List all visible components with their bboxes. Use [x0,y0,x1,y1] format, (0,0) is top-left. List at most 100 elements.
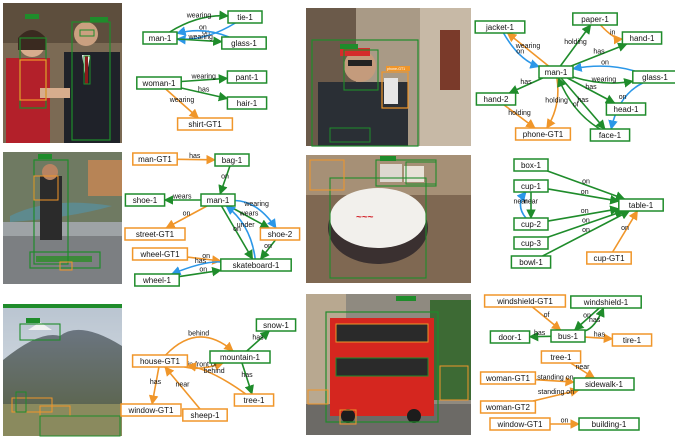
node-box-p6-windshield-1 [570,295,642,309]
edge-label-p3-2: wears [172,194,192,201]
edge-label-p1-4: wearing [190,74,216,81]
edge-p1-3 [176,26,230,38]
node-box-p6-door-1 [489,330,531,344]
node-box-p3-wheel-1 [134,273,180,287]
edge-label-p2-1: wearing [515,43,541,50]
node-box-p1-tie-1 [227,10,263,24]
node-box-p1-hair-1 [226,96,268,110]
node-box-p4-cup-1 [513,179,549,193]
scene-graphs: wearingonwearingonwearinghaswearingman-1… [120,10,675,431]
node-p6-woman-GT1: woman-GT1 [479,371,537,385]
node-label-p1-pant-1: pant-1 [236,73,259,82]
edge-p3-8 [225,205,256,260]
node-p3-man-1: man-1 [200,193,236,207]
node-label-p2-face-1: face-1 [599,131,622,140]
node-box-p1-woman-1 [136,76,182,90]
node-label-p2-phone-GT1: phone-GT1 [523,130,564,139]
node-label-p6-tire-1: tire-1 [623,336,642,345]
node-label-p5-snow-1: snow-1 [263,321,289,330]
edge-label-p5-1: in front of [188,362,217,369]
edge-label-p1-2: wearing [187,34,213,41]
node-p1-pant-1: pant-1 [226,70,268,84]
node-label-p6-sidewalk-1: sidewalk-1 [585,380,623,389]
edge-p2-12 [557,77,601,130]
node-label-p3-street-GT1: street-GT1 [136,230,175,239]
edge-label-p6-0: of [544,312,550,319]
edge-label-p3-8: under [237,222,256,229]
node-label-p3-man-GT1: man-GT1 [138,155,172,164]
edge-p5-4 [148,366,160,405]
edge-p5-0 [165,336,234,356]
edge-p2-0 [502,32,540,69]
node-box-p6-sidewalk-1 [573,377,635,391]
node-p1-shirt-GT1: shirt-GT1 [176,117,234,131]
node-p1-man-1: man-1 [142,31,178,45]
node-box-p4-box-1 [513,158,549,172]
node-box-p3-wheel-GT1 [131,247,189,261]
node-p1-hair-1: hair-1 [226,96,268,110]
node-p4-box-1: box-1 [513,158,549,172]
node-label-p5-sheep-1: sheep-1 [191,411,220,420]
photo-p1 [3,3,122,143]
node-p3-wheel-1: wheel-1 [134,273,180,287]
edge-p2-7 [508,77,544,94]
node-box-p1-shirt-GT1 [176,117,234,131]
node-p4-table-1: table-1 [618,198,664,212]
node-label-p5-window-GT1: window-GT1 [128,406,174,415]
edge-label-p3-10: has [195,258,207,265]
node-p1-tie-1: tie-1 [227,10,263,24]
edge-p4-5 [547,209,625,238]
node-label-p2-jacket-1: jacket-1 [485,23,515,32]
edge-p4-7 [611,210,639,253]
edge-label-p2-0: on [516,49,524,56]
photo-p5 [3,304,122,437]
node-box-p1-man-1 [142,31,178,45]
node-box-p5-house-GT1 [131,354,189,368]
node-box-p5-window-GT1 [120,403,182,417]
node-box-p2-head-1 [605,102,647,116]
node-box-p3-shoe-1 [124,193,166,207]
edge-label-p4-3: near [513,199,528,206]
edge-p1-2 [176,36,223,46]
node-label-p1-tie-1: tie-1 [237,13,253,22]
node-label-p2-head-1: head-1 [614,105,639,114]
edge-p6-4 [584,333,614,344]
graph-p2: onwearingholdinginhaswearingonhashashash… [474,12,675,142]
edge-p3-4 [234,199,277,229]
edge-label-p2-3: in [610,29,616,36]
node-label-p3-wheel-GT1: wheel-GT1 [139,250,180,259]
node-label-p3-shoe-2: shoe-2 [268,230,293,239]
node-label-p6-windshield-GT1: windshield-GT1 [496,297,553,306]
node-label-p3-skateboard-1: skateboard-1 [233,261,280,270]
edge-label-p5-5: near [175,382,190,389]
edge-label-p5-0: behind [188,331,209,338]
edge-p2-11 [503,104,536,129]
edge-label-p5-2: has [252,335,264,342]
edge-label-p4-1: on [581,189,589,196]
node-p5-house-GT1: house-GT1 [131,354,189,368]
edge-p2-3 [599,24,624,45]
node-p4-bowl-1: bowl-1 [510,255,552,269]
node-box-p4-bowl-1 [510,255,552,269]
node-box-p6-window-GT1 [489,417,551,431]
node-box-p3-bag-1 [214,153,250,167]
edge-label-p5-6: behind [204,368,225,375]
node-box-p3-man-GT1 [132,152,178,166]
node-p6-windshield-GT1: windshield-GT1 [483,294,567,308]
edge-label-p6-2: has [589,317,601,324]
node-box-p2-paper-1 [572,12,618,26]
node-box-p5-sheep-1 [182,408,228,422]
node-p2-hand-1: hand-1 [621,31,663,45]
photo-p6 [306,294,471,435]
photo-p2-box-label: phone-GT1 [387,67,405,71]
node-p6-tire-1: tire-1 [611,333,653,347]
node-box-p2-phone-GT1 [514,127,572,141]
edge-p6-7 [532,387,580,402]
node-p5-mountain-1: mountain-1 [209,350,271,364]
edge-p5-5 [164,366,201,410]
edge-label-p4-5: on [582,218,590,225]
